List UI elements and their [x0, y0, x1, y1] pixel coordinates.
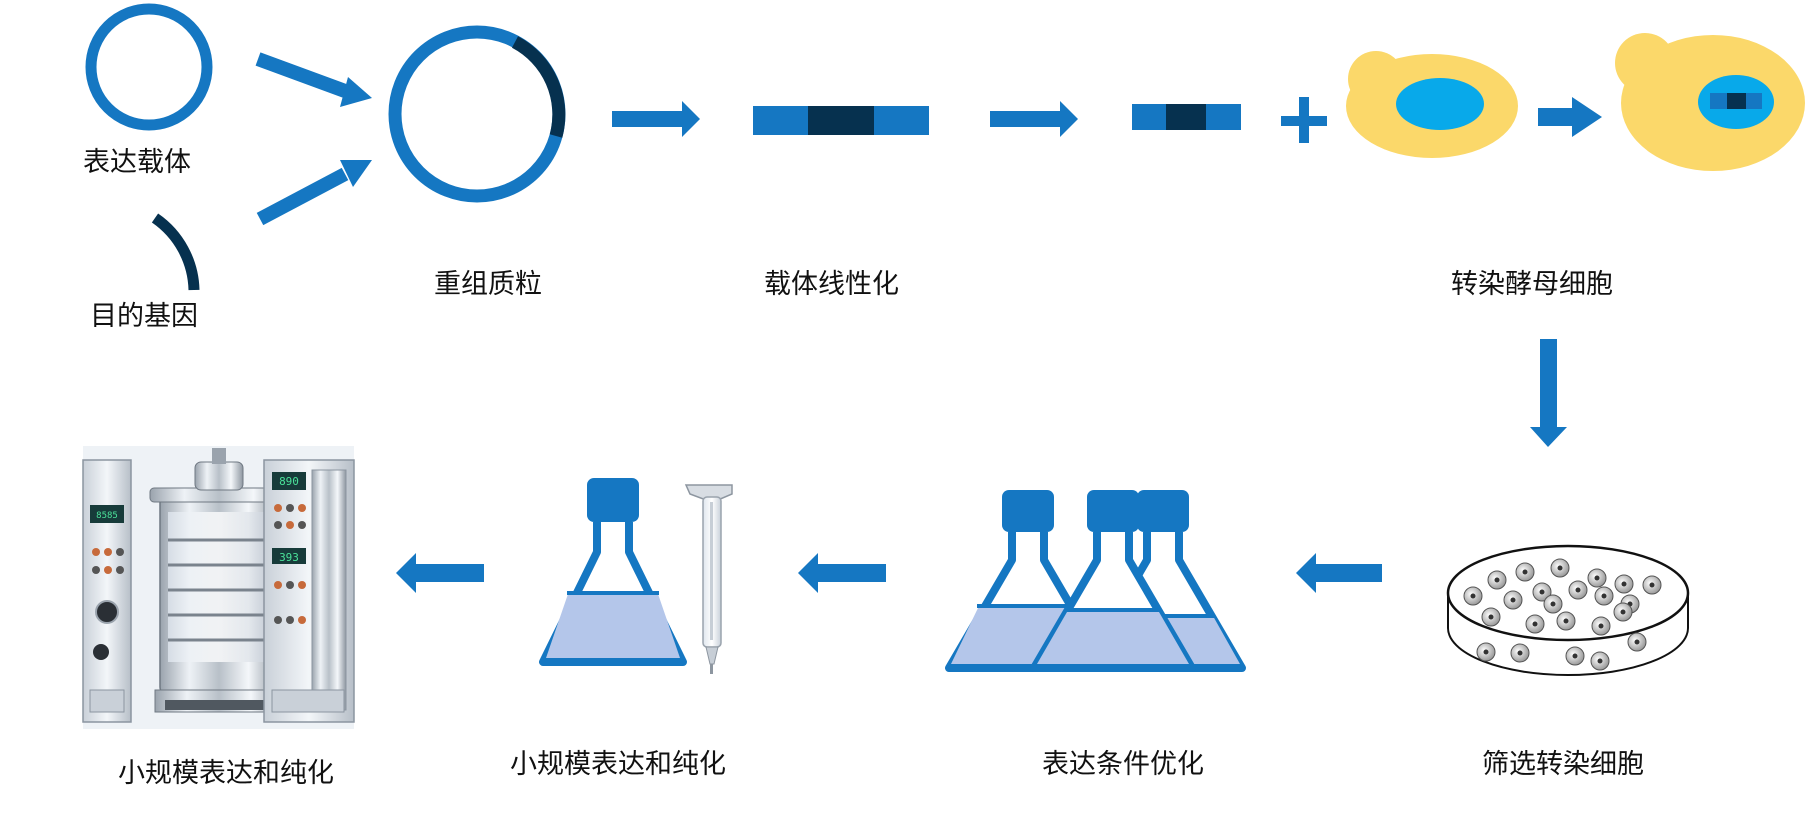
expression-vector-plasmid-icon	[85, 3, 213, 131]
linear-dna-small-icon	[1132, 104, 1241, 130]
cell-nucleus	[1517, 650, 1523, 656]
cell-nucleus	[1470, 593, 1476, 599]
arrow-to-optimization	[1296, 553, 1382, 593]
cell-nucleus	[1575, 587, 1581, 593]
flask-icon	[539, 478, 687, 666]
cell-nucleus	[1621, 581, 1627, 587]
cell-nucleus	[1649, 582, 1655, 588]
label-expression-vector: 表达载体	[83, 147, 191, 178]
cell-nucleus	[1494, 577, 1500, 583]
gene-fragment-icon	[151, 213, 200, 291]
recombinant-plasmid-icon	[388, 25, 566, 203]
label-target-gene: 目的基因	[90, 301, 198, 332]
cell-nucleus	[1483, 649, 1489, 655]
flask-icon	[1030, 490, 1196, 672]
cell-nucleus	[1572, 653, 1578, 659]
arrow-gene-to-plasmid	[256, 160, 372, 226]
arrow-to-linearization	[612, 101, 700, 137]
cell-nucleus	[1634, 639, 1640, 645]
svg-text:890: 890	[279, 475, 299, 488]
arrow-to-bioreactor	[396, 553, 484, 593]
svg-text:393: 393	[279, 551, 299, 564]
cell-nucleus	[1510, 597, 1516, 603]
arrow-to-small-scale	[798, 553, 886, 593]
cell-nucleus	[1532, 621, 1538, 627]
label-recombinant-plasmid: 重组质粒	[434, 269, 542, 300]
yeast-cell-icon	[1346, 51, 1518, 158]
label-screen-transfected: 筛选转染细胞	[1482, 749, 1644, 780]
cell-nucleus	[1563, 618, 1569, 624]
arrow-vector-to-plasmid	[255, 52, 372, 107]
linear-dna-icon	[753, 106, 929, 135]
plus-icon	[1281, 97, 1327, 143]
arrow-to-transfected-yeast	[1538, 97, 1602, 137]
flask-group-icon	[945, 490, 1246, 672]
column-icon	[684, 484, 733, 674]
cell-nucleus	[1550, 601, 1556, 607]
cell-nucleus	[1539, 589, 1545, 595]
arrow-to-transfection	[990, 101, 1078, 137]
cell-nucleus	[1597, 658, 1603, 664]
svg-text:8585: 8585	[96, 511, 118, 521]
cell-colonies	[1463, 558, 1662, 671]
cell-nucleus	[1557, 565, 1563, 571]
cell-nucleus	[1598, 623, 1604, 629]
cell-nucleus	[1488, 614, 1494, 620]
label-condition-optimization: 表达条件优化	[1042, 749, 1204, 780]
label-transfect-yeast: 转染酵母细胞	[1451, 269, 1613, 300]
label-small-scale-purification: 小规模表达和纯化	[510, 749, 726, 780]
cell-nucleus	[1522, 569, 1528, 575]
cell-nucleus	[1620, 609, 1626, 615]
arrow-down-to-screening	[1530, 339, 1567, 447]
label-small-scale-bioreactor: 小规模表达和纯化	[118, 758, 334, 789]
cell-nucleus	[1601, 593, 1607, 599]
petri-dish-icon	[1446, 544, 1690, 676]
bioreactor-icon: 8585 890 393	[82, 446, 355, 729]
cell-nucleus	[1594, 575, 1600, 581]
transfected-yeast-icon	[1615, 33, 1805, 171]
label-vector-linearization: 载体线性化	[764, 269, 899, 300]
